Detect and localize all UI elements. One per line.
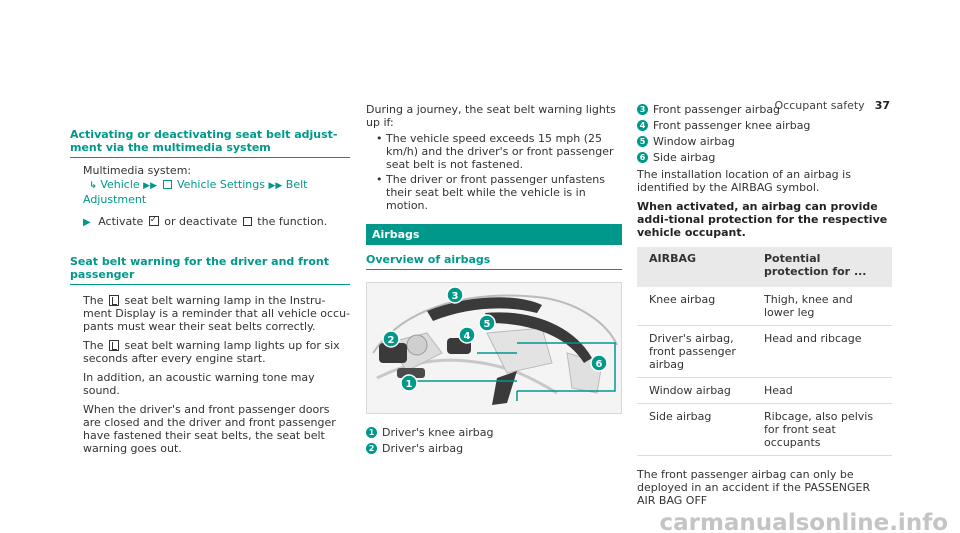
callout-4: 4 bbox=[458, 326, 476, 344]
table-cell: Driver's airbag, front passenger airbag bbox=[637, 325, 752, 378]
mms-label: Multimedia system: bbox=[83, 164, 192, 177]
action-mid: or deactivate bbox=[164, 215, 238, 228]
checkbox-checked-icon bbox=[148, 214, 159, 227]
paragraph-passenger-airbag-off: The front passenger airbag can only be d… bbox=[637, 468, 871, 507]
paragraph-six-seconds: The seat belt warning lamp lights up for… bbox=[83, 339, 340, 365]
column-middle: During a journey, the seat belt warning … bbox=[366, 103, 622, 455]
legend-item-1: 1 Driver's knee airbag bbox=[366, 426, 622, 439]
legend-text: Front passenger knee airbag bbox=[653, 119, 811, 132]
nav-vehicle-settings: Vehicle Settings bbox=[177, 178, 265, 191]
page-header: Occupant safety 37 bbox=[775, 99, 890, 112]
table-cell: Window airbag bbox=[637, 377, 752, 404]
legend-item-3: 3 Front passenger airbag bbox=[637, 103, 892, 116]
list-item: The driver or front passenger unfastens … bbox=[376, 173, 622, 212]
legend-list: 1 Driver's knee airbag 2 Driver's airbag bbox=[366, 426, 622, 455]
double-chevron-icon: ▶▶ bbox=[143, 181, 157, 191]
heading-rule bbox=[70, 284, 350, 285]
return-arrow-icon: ↳ bbox=[83, 181, 97, 191]
heading-seat-belt-warning: Seat belt warning for the driver and fro… bbox=[70, 255, 329, 281]
airbag-protection-table: AIRBAG Potential protection for ... Knee… bbox=[637, 247, 892, 456]
legend-text: Front passenger airbag bbox=[653, 103, 781, 116]
callout-2: 2 bbox=[382, 330, 400, 348]
legend-text: Driver's airbag bbox=[382, 442, 464, 455]
seat-belt-icon bbox=[108, 340, 119, 351]
column-right: 3 Front passenger airbag 4 Front passeng… bbox=[637, 103, 892, 507]
table-row: Knee airbag Thigh, knee and lower leg bbox=[637, 287, 892, 326]
table-cell: Thigh, knee and lower leg bbox=[752, 287, 892, 326]
airbag-illustration-svg: 3 5 2 4 6 1 bbox=[367, 283, 621, 413]
journey-intro: During a journey, the seat belt warning … bbox=[366, 103, 616, 129]
legend-item-2: 2 Driver's airbag bbox=[366, 442, 622, 455]
callout-3: 3 bbox=[446, 286, 464, 304]
svg-text:1: 1 bbox=[406, 379, 413, 390]
legend-list-continued: 3 Front passenger airbag 4 Front passeng… bbox=[637, 103, 892, 164]
svg-text:6: 6 bbox=[596, 359, 603, 370]
section-title: Occupant safety bbox=[774, 99, 865, 112]
paragraph-warning-goes-out: When the driver's and front passenger do… bbox=[83, 403, 336, 455]
nav-belt-adjustment: Belt Adjustment bbox=[83, 178, 308, 206]
table-header-airbag: AIRBAG bbox=[637, 247, 752, 287]
table-cell: Ribcage, also pelvis for front seat occu… bbox=[752, 403, 892, 456]
legend-text: Side airbag bbox=[653, 151, 716, 164]
legend-text: Driver's knee airbag bbox=[382, 426, 494, 439]
table-row: Driver's airbag, front passenger airbag … bbox=[637, 325, 892, 378]
table-header-row: AIRBAG Potential protection for ... bbox=[637, 247, 892, 287]
subheading-overview: Overview of airbags bbox=[366, 253, 491, 266]
vehicle-settings-icon bbox=[162, 180, 172, 189]
paragraph-airbag-symbol: The installation location of an airbag i… bbox=[637, 168, 851, 194]
number-badge: 4 bbox=[637, 120, 648, 131]
column-left: Activating or deactivating seat belt adj… bbox=[70, 128, 350, 455]
callout-1: 1 bbox=[400, 374, 418, 392]
checkbox-empty-icon bbox=[242, 217, 252, 226]
seat-belt-icon bbox=[108, 295, 119, 306]
table-header-protection: Potential protection for ... bbox=[752, 247, 892, 287]
paragraph-additional-protection: When activated, an airbag can provide ad… bbox=[637, 200, 888, 239]
airbag-overview-illustration: 3 5 2 4 6 1 bbox=[366, 282, 622, 414]
double-chevron-icon: ▶▶ bbox=[268, 181, 283, 191]
number-badge: 2 bbox=[366, 443, 377, 454]
svg-text:4: 4 bbox=[464, 331, 471, 342]
journey-conditions: The vehicle speed exceeds 15 mph (25 km/… bbox=[366, 132, 622, 212]
page-number: 37 bbox=[874, 99, 890, 112]
legend-item-4: 4 Front passenger knee airbag bbox=[637, 119, 892, 132]
table-row: Window airbag Head bbox=[637, 377, 892, 404]
legend-item-5: 5 Window airbag bbox=[637, 135, 892, 148]
warning-text-block: The seat belt warning lamp in the Instru… bbox=[70, 294, 350, 455]
callout-5: 5 bbox=[478, 314, 496, 332]
heading-rule bbox=[366, 269, 622, 270]
paragraph-acoustic: In addition, an acoustic warning tone ma… bbox=[83, 371, 315, 397]
list-item: The vehicle speed exceeds 15 mph (25 km/… bbox=[376, 132, 622, 171]
svg-text:5: 5 bbox=[484, 319, 491, 330]
action-pre: Activate bbox=[98, 215, 144, 228]
legend-text: Window airbag bbox=[653, 135, 735, 148]
number-badge: 3 bbox=[637, 104, 648, 115]
action-post: the function. bbox=[257, 215, 328, 228]
section-bar-airbags: Airbags bbox=[366, 224, 622, 245]
heading-rule bbox=[70, 157, 350, 158]
svg-text:3: 3 bbox=[452, 291, 459, 302]
table-cell: Head and ribcage bbox=[752, 325, 892, 378]
number-badge: 5 bbox=[637, 136, 648, 147]
table-row: Side airbag Ribcage, also pelvis for fro… bbox=[637, 403, 892, 456]
callout-6: 6 bbox=[590, 354, 608, 372]
svg-text:2: 2 bbox=[388, 335, 395, 346]
mms-navigation-path: ↳ Vehicle ▶▶ Vehicle Settings ▶▶ Belt Ad… bbox=[83, 178, 350, 206]
action-arrow-icon: ▶ bbox=[83, 217, 91, 228]
mms-block: Multimedia system: ↳ Vehicle ▶▶ Vehicle … bbox=[70, 164, 350, 229]
table-cell: Knee airbag bbox=[637, 287, 752, 326]
legend-item-6: 6 Side airbag bbox=[637, 151, 892, 164]
table-cell: Side airbag bbox=[637, 403, 752, 456]
number-badge: 1 bbox=[366, 427, 377, 438]
nav-vehicle: Vehicle bbox=[100, 178, 140, 191]
heading-seat-belt-adjustment: Activating or deactivating seat belt adj… bbox=[70, 128, 338, 154]
watermark: carmanualsonline.info bbox=[659, 510, 948, 533]
number-badge: 6 bbox=[637, 152, 648, 163]
paragraph-reminder: The seat belt warning lamp in the Instru… bbox=[83, 294, 351, 333]
table-cell: Head bbox=[752, 377, 892, 404]
action-step: ▶ Activate or deactivate the function. bbox=[83, 214, 350, 229]
